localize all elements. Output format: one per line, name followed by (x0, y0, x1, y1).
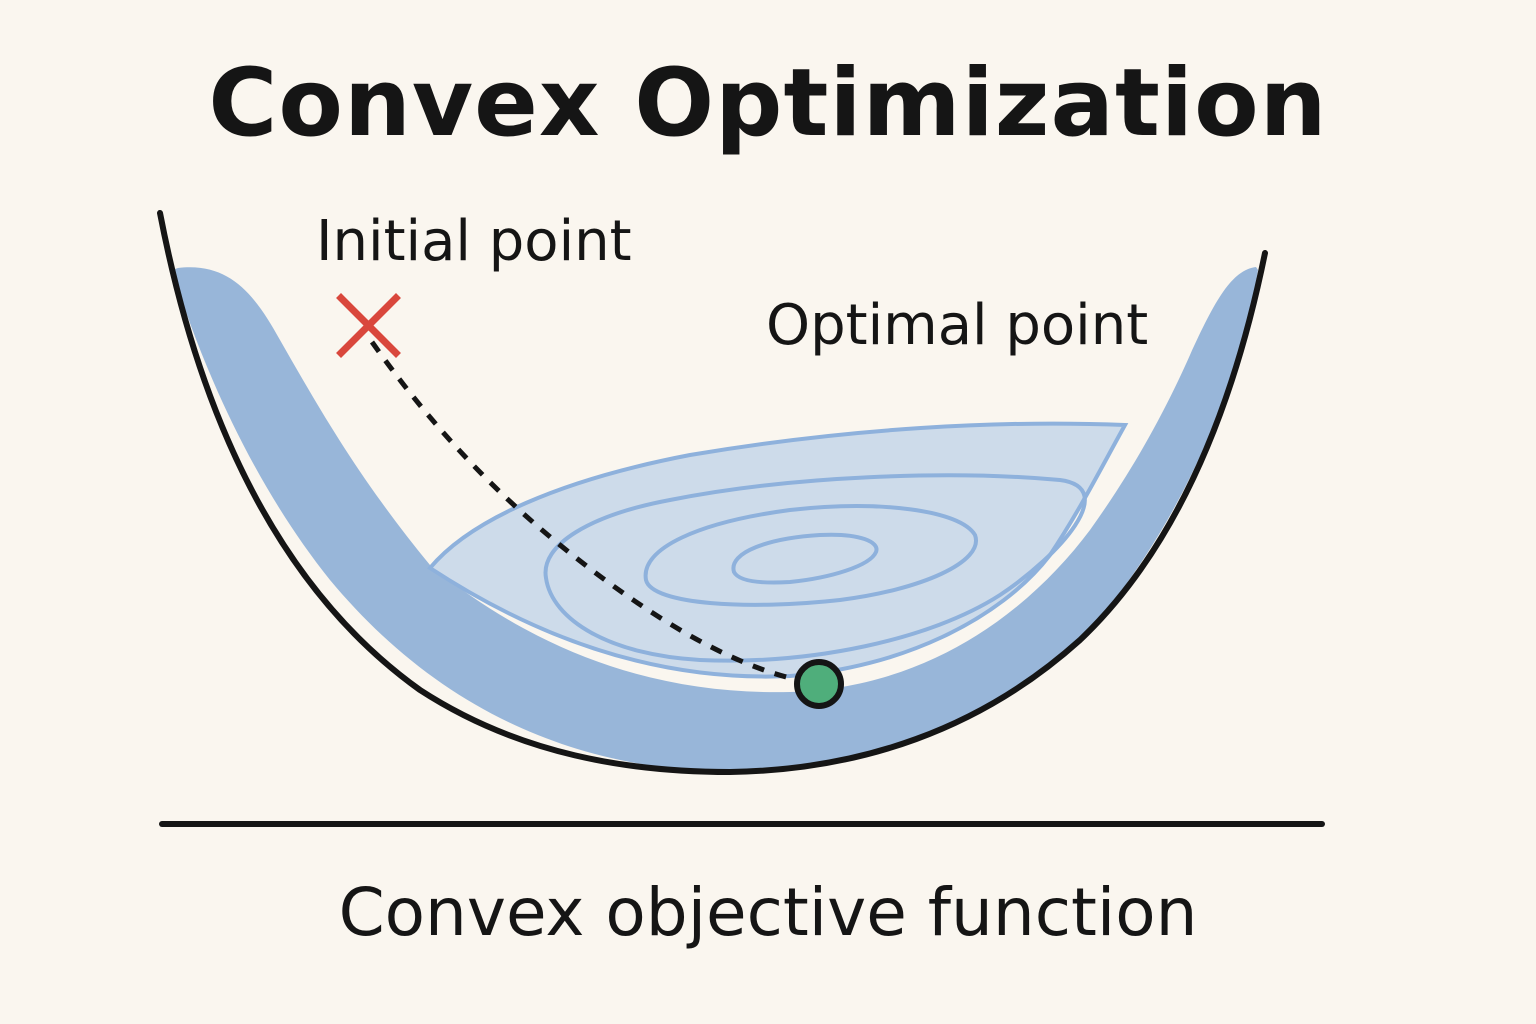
page-title: Convex Optimization (208, 49, 1328, 158)
optimal-point-label: Optimal point (766, 293, 1149, 358)
circle-dot-icon (794, 659, 844, 709)
bowl-outline (157, 210, 1268, 776)
bowl-surface (172, 267, 1258, 773)
x-mark-icon (336, 293, 401, 358)
descent-path (369, 340, 791, 681)
contour-ring-outer (543, 473, 1087, 663)
initial-point-label: Initial point (316, 209, 632, 274)
contour-region (427, 421, 1129, 679)
function-caption: Convex objective function (338, 874, 1198, 951)
contour-ring-inner (731, 532, 879, 585)
contour-ring-middle (643, 504, 978, 607)
